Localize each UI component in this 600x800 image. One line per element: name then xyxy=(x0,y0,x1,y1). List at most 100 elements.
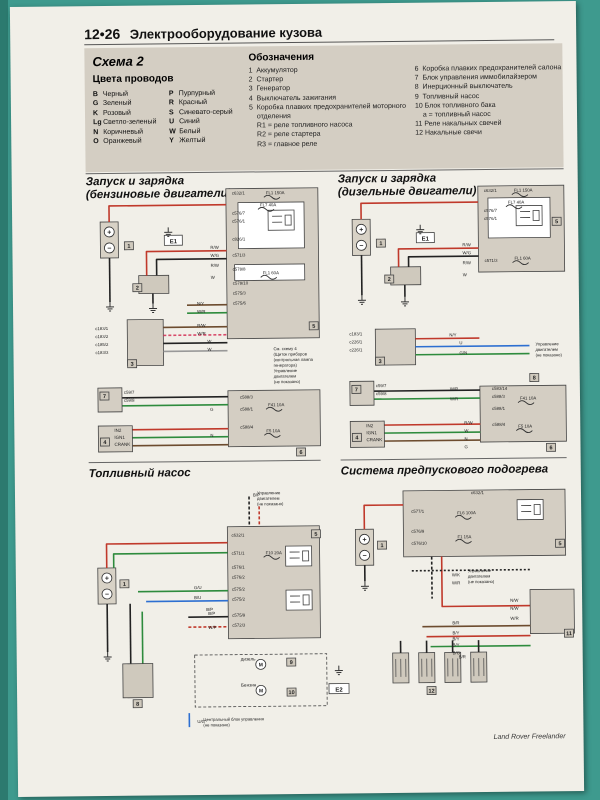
fuse-icon xyxy=(264,432,281,438)
fuse-label: FL7 40A xyxy=(508,200,524,205)
connector-label: c583/14 xyxy=(492,386,508,391)
wire-color-label: U/G xyxy=(197,719,205,724)
fuse-icon xyxy=(263,194,281,200)
component-number: 4 xyxy=(103,440,107,446)
note-label: Управление xyxy=(274,368,298,373)
note-label: (контрольная лампа xyxy=(274,357,314,362)
component-number: 1 xyxy=(127,244,130,250)
wire-color-label: W/G xyxy=(462,250,471,255)
relay-coil xyxy=(302,594,310,606)
component-number: 3 xyxy=(379,359,382,365)
wire-color-label: B/R xyxy=(452,620,459,625)
wire-color-label: W xyxy=(211,275,216,280)
ignition-position-label: IN2 xyxy=(114,428,122,433)
fuse-block xyxy=(234,263,306,282)
connector-label: c826/1 xyxy=(232,237,246,242)
connector-label: c576/1 xyxy=(232,565,246,570)
glow-plug-icon xyxy=(473,658,485,677)
battery-minus-icon: − xyxy=(107,245,111,252)
connector-label: c575/9 xyxy=(232,613,246,618)
fuse-icon xyxy=(257,206,275,212)
wire-ign-2 xyxy=(370,431,481,435)
component-number-box xyxy=(99,391,110,401)
wire-battery-feed xyxy=(363,504,404,530)
alternator-icon xyxy=(126,318,165,367)
fuse-label: FL1 150A xyxy=(514,188,533,193)
note-label: двигателем xyxy=(468,573,491,578)
pump-engine-label: Бензин xyxy=(241,682,257,687)
wire-color-label: R/W xyxy=(464,420,473,425)
component-number-box xyxy=(123,241,134,251)
wire-color-label: B/Y xyxy=(452,636,459,641)
wire xyxy=(141,611,144,664)
wiring-diagrams: +−123E174IN2IGN1CRANK56c632/1c576/7c576/… xyxy=(95,184,575,727)
connector-label: c576/7 xyxy=(484,208,498,213)
component-number-box xyxy=(127,359,138,369)
pump-motor-icon: M xyxy=(259,662,263,668)
fuse-icon xyxy=(263,554,280,560)
note-label: (не показано) xyxy=(536,352,563,357)
note-label: Управление xyxy=(257,490,281,495)
note-label: См. схему 4 xyxy=(273,346,297,351)
wire-battery-feed xyxy=(360,201,478,220)
connector-label: c588/4 xyxy=(492,422,506,427)
pump-motor-icon: M xyxy=(259,688,263,694)
wire-color-label: W/R xyxy=(452,580,460,585)
wire-color-label: W/K xyxy=(452,572,460,577)
wire xyxy=(112,551,228,568)
footer-brand: Land Rover Freelander xyxy=(493,733,566,741)
fuse-label: F41 10A xyxy=(520,395,536,400)
battery-minus-icon xyxy=(355,239,367,251)
wire-color-label: B/P xyxy=(253,492,260,497)
wire-W/R xyxy=(440,556,533,608)
connector-label: c576/10 xyxy=(411,541,427,546)
connector-label: c576/2 xyxy=(232,575,246,580)
component-number-box xyxy=(375,356,386,366)
wire-B/Y xyxy=(426,634,531,638)
wire-color-label: W/R xyxy=(450,396,458,401)
connector-label: c59/7 xyxy=(124,390,135,395)
wire-ign-1 xyxy=(370,423,481,427)
wire-alt-3 xyxy=(163,341,228,345)
wire-color-label: R/W xyxy=(197,323,206,328)
connector-label: c632/1 xyxy=(231,533,245,538)
note-label: Управление xyxy=(468,568,492,573)
wire-ign-3 xyxy=(118,443,229,447)
fuse-box-interior xyxy=(227,389,321,448)
component-number-box xyxy=(351,384,362,394)
component-number-box xyxy=(99,437,110,447)
wire-color-label: W/P xyxy=(208,625,216,630)
connector-label: c183/1 xyxy=(95,326,109,331)
fuse-label: FL6 100A xyxy=(457,510,476,515)
wire-color-label: R/W xyxy=(463,260,472,265)
relay-contacts xyxy=(272,215,283,223)
wire-battery-ground xyxy=(106,603,109,653)
note-label: (Щиток приборов xyxy=(274,351,308,356)
wire-color-label: G xyxy=(464,444,468,449)
connector-label: c571/3 xyxy=(485,258,499,263)
wire-alt-1 xyxy=(163,325,228,329)
battery-plus-icon xyxy=(359,533,370,545)
ground-label: E1 xyxy=(422,237,430,243)
wire-alt-1 xyxy=(415,337,480,340)
component-number: 3 xyxy=(131,362,134,368)
ground-point-E2 xyxy=(328,683,350,695)
note-label: (не показано) xyxy=(468,579,495,584)
note-label: (не показано) xyxy=(203,722,230,727)
component-number-box xyxy=(426,686,437,696)
wire-color-label: W xyxy=(463,272,468,277)
inertia-switch xyxy=(122,663,154,699)
note-label: двигателем xyxy=(257,496,280,501)
wire-color-label: B/Y xyxy=(452,630,459,635)
component-number: 2 xyxy=(136,286,139,292)
wire-starter-sig xyxy=(155,257,227,276)
connector-label: c226/1 xyxy=(349,339,363,344)
background-edge xyxy=(0,0,8,800)
battery-plus-icon: + xyxy=(105,575,109,582)
component-number-box xyxy=(296,447,307,457)
component-number: 5 xyxy=(312,324,315,330)
wire-starter xyxy=(397,247,479,267)
connector-label: c183/3 xyxy=(95,350,109,355)
relay-coil xyxy=(532,210,540,221)
wire-color-label: W xyxy=(207,347,212,352)
